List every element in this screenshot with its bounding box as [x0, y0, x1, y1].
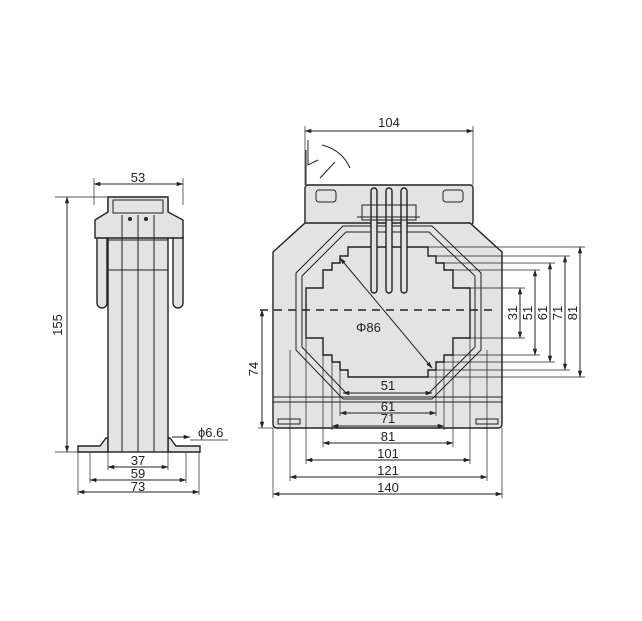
dim-73: 73 — [131, 479, 145, 494]
dim-71v: 71 — [550, 306, 565, 320]
dim-155: 155 — [50, 314, 65, 336]
width-dims: 51 61 71 81 101 121 140 — [272, 338, 503, 498]
dim-51h: 51 — [381, 378, 395, 393]
dim-121: 121 — [377, 463, 399, 478]
side-view: 53 155 ϕ6.6 37 59 73 — [50, 170, 228, 495]
dim-59: 59 — [131, 466, 145, 481]
dim-53: 53 — [131, 170, 145, 185]
window-height-dims: 31 51 61 71 81 — [428, 246, 585, 378]
dim-31: 31 — [505, 306, 520, 320]
dim-140: 140 — [377, 480, 399, 495]
front-view: Φ86 104 74 31 51 61 71 81 51 61 71 81 10… — [246, 115, 585, 498]
dim-51v: 51 — [520, 306, 535, 320]
dim-37: 37 — [131, 453, 145, 468]
dim-101: 101 — [377, 446, 399, 461]
dim-diameter: Φ86 — [356, 320, 381, 335]
dim-61v: 61 — [535, 306, 550, 320]
dim-74: 74 — [246, 362, 261, 376]
dim-hole: ϕ6.6 — [198, 425, 223, 440]
dim-104: 104 — [378, 115, 400, 130]
dim-61h: 61 — [381, 399, 395, 414]
dim-81v: 81 — [565, 306, 580, 320]
dim-71h: 71 — [381, 411, 395, 426]
dim-81h: 81 — [381, 429, 395, 444]
